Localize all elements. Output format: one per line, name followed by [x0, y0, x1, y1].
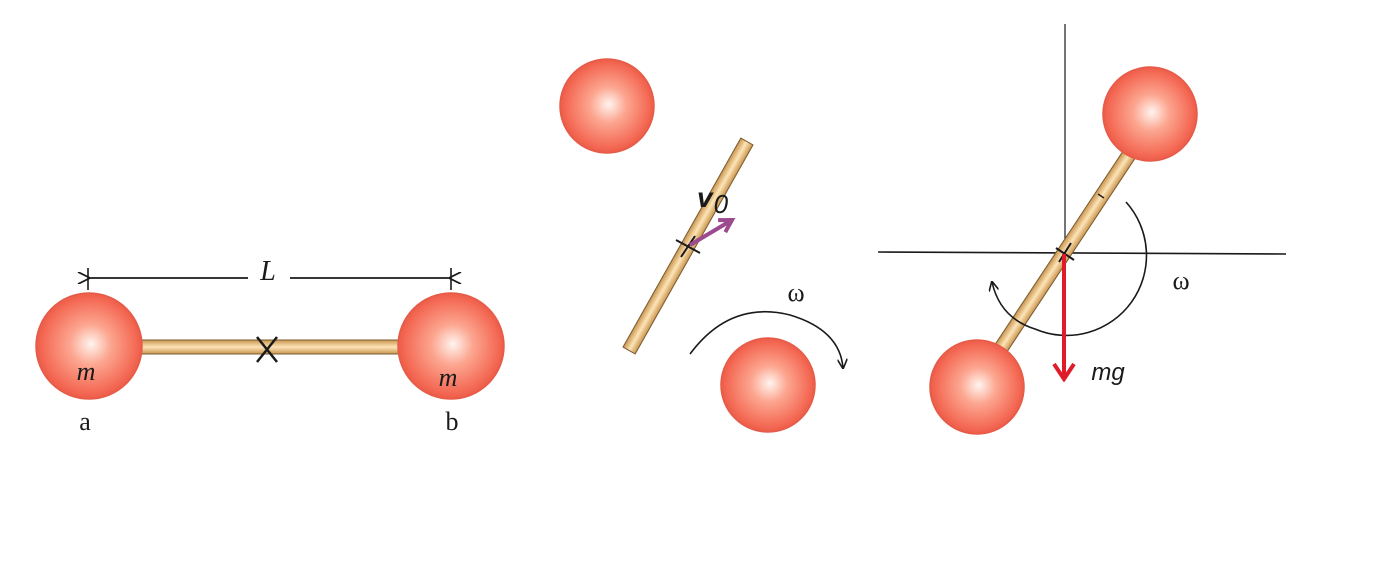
velocity-label: v0: [697, 182, 729, 219]
rotation-arrow-3: [992, 201, 1148, 337]
length-label: L: [259, 256, 276, 287]
gravity-label: mg: [1091, 359, 1125, 386]
velocity-arrow: [688, 217, 736, 247]
omega-label-3: ω: [1172, 266, 1189, 295]
figure-1-horizontal-dumbbell: L m m a b: [35, 256, 505, 436]
point-label-a: a: [79, 407, 91, 436]
angle-tick: [1097, 193, 1105, 199]
center-mark-2: [675, 235, 701, 258]
ball-lower: [720, 337, 816, 433]
omega-label-2: ω: [787, 278, 804, 307]
figure-2-rotating-dumbbell: v0 ω: [559, 58, 843, 433]
ball-a: [35, 292, 143, 400]
center-mark: [256, 336, 278, 363]
point-label-b: b: [446, 407, 459, 436]
figure-3-gravity-dumbbell: ω mg: [877, 24, 1287, 435]
ball-upper: [559, 58, 655, 154]
rotation-arrow: [689, 311, 843, 368]
ball-upper-3: [1102, 66, 1198, 162]
ball-b: [397, 292, 505, 400]
length-dimension: L: [88, 256, 451, 290]
mass-label-a: m: [77, 357, 96, 386]
horizontal-axis: [877, 251, 1287, 255]
mass-label-b: m: [439, 363, 458, 392]
ball-lower-3: [929, 339, 1025, 435]
